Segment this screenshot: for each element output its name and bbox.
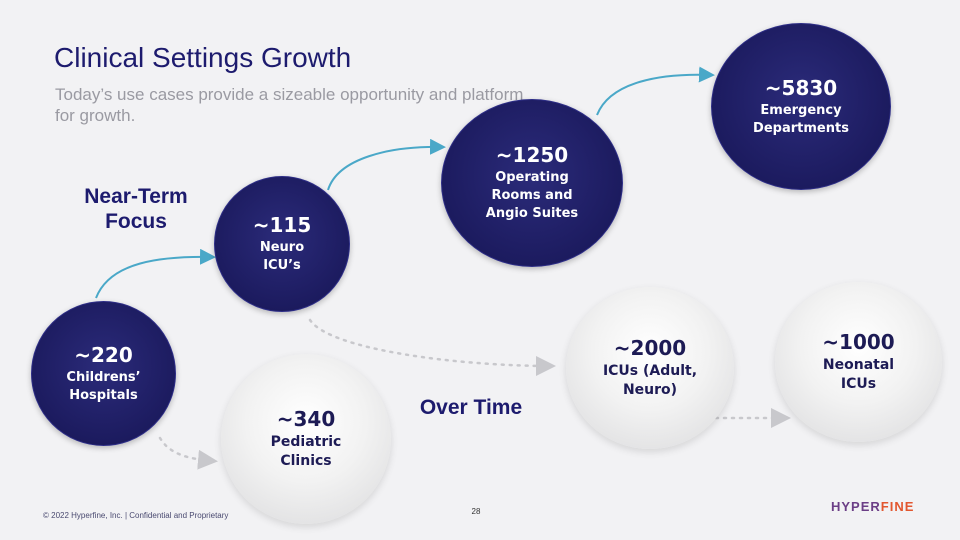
node-value: ~1250 [495, 143, 569, 167]
arrow-neuro-to-icus [308, 318, 556, 376]
node-description: Operating Rooms and Angio Suites [485, 170, 579, 221]
arrow-childrens-to-pediatric [158, 436, 218, 470]
node-neonatal-icus: ~1000 Neonatal ICUs [775, 282, 942, 442]
near-term-focus-label: Near-Term Focus [84, 185, 188, 233]
node-value: ~340 [276, 407, 336, 431]
node-value: ~2000 [613, 336, 687, 360]
node-icus: ~2000 ICUs (Adult, Neuro) [566, 287, 734, 449]
node-childrens-hospitals: ~220 Childrens’ Hospitals [31, 301, 176, 446]
node-pediatric-clinics: ~340 Pediatric Clinics [221, 354, 391, 524]
logo-text-accent: FINE [880, 499, 915, 514]
arrow-or-to-ed [596, 66, 715, 116]
node-value: ~1000 [822, 330, 895, 354]
node-description: Emergency Departments [753, 102, 849, 136]
logo-text-primary: HYPER [831, 499, 881, 514]
node-operating-rooms: ~1250 Operating Rooms and Angio Suites [441, 99, 623, 267]
hyperfine-logo: HYPERFINE [831, 499, 914, 514]
arrow-childrens-to-neuro [95, 248, 216, 299]
node-description: Childrens’ Hospitals [66, 369, 141, 403]
node-description: Neuro ICU’s [259, 240, 305, 273]
arrow-neuro-to-or [327, 138, 446, 191]
node-description: Pediatric Clinics [270, 434, 342, 469]
node-value: ~5830 [764, 75, 838, 100]
node-value: ~115 [252, 213, 312, 237]
over-time-label: Over Time [419, 396, 523, 419]
node-description: ICUs (Adult, Neuro) [602, 363, 698, 398]
page-number: 28 [471, 507, 481, 516]
copyright-footer: © 2022 Hyperfine, Inc. | Confidential an… [43, 511, 229, 520]
node-neuro-icu: ~115 Neuro ICU’s [214, 176, 350, 312]
page-title: Clinical Settings Growth [54, 42, 352, 73]
node-description: Neonatal ICUs [822, 357, 895, 392]
node-value: ~220 [74, 342, 133, 367]
node-emergency-departments: ~5830 Emergency Departments [711, 23, 891, 190]
page-subtitle: Today’s use cases provide a sizeable opp… [55, 85, 524, 125]
